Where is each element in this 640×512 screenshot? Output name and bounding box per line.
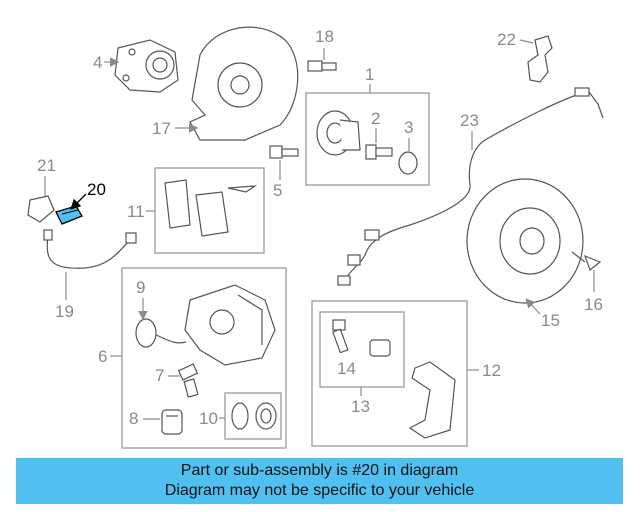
caliper-carrier bbox=[408, 361, 456, 439]
bolt-18 bbox=[307, 60, 337, 72]
callout-2[interactable]: 2 bbox=[371, 109, 380, 128]
callout-15[interactable]: 15 bbox=[541, 311, 560, 330]
bolt-kit-box bbox=[319, 311, 405, 388]
callout-12[interactable]: 12 bbox=[482, 361, 501, 380]
hub-bearing-box bbox=[305, 92, 430, 186]
callout-16[interactable]: 16 bbox=[584, 295, 603, 314]
callout-5[interactable]: 5 bbox=[273, 181, 282, 200]
callout-4[interactable]: 4 bbox=[93, 53, 102, 72]
retaining-clip-20[interactable] bbox=[55, 205, 83, 225]
callout-8[interactable]: 8 bbox=[129, 409, 138, 428]
callout-14[interactable]: 14 bbox=[337, 359, 356, 378]
callout-13[interactable]: 13 bbox=[351, 397, 370, 416]
bolt-2 bbox=[365, 144, 393, 160]
info-line-2: Diagram may not be specific to your vehi… bbox=[164, 482, 475, 499]
guide-bushing-8 bbox=[161, 409, 183, 435]
callout-7[interactable]: 7 bbox=[155, 366, 164, 385]
seal-kit-box bbox=[224, 392, 282, 440]
brake-pads bbox=[164, 179, 258, 237]
wheel-hub-carrier bbox=[114, 39, 179, 93]
callout-22[interactable]: 22 bbox=[497, 30, 516, 49]
callout-1[interactable]: 1 bbox=[365, 65, 374, 84]
bracket-21 bbox=[27, 195, 55, 223]
rotor-screw bbox=[571, 251, 602, 271]
cap-3 bbox=[398, 151, 418, 175]
callout-11[interactable]: 11 bbox=[127, 202, 145, 221]
wheel-speed-sensor bbox=[527, 35, 553, 83]
callout-19[interactable]: 19 bbox=[55, 302, 74, 321]
callout-20[interactable]: 20 bbox=[87, 180, 106, 199]
caliper-carrier-box bbox=[311, 300, 468, 447]
callout-9[interactable]: 9 bbox=[136, 278, 145, 297]
callout-21[interactable]: 21 bbox=[37, 156, 56, 175]
brake-dust-shield bbox=[189, 26, 299, 141]
callout-10[interactable]: 10 bbox=[199, 409, 218, 428]
seal-kit bbox=[231, 402, 277, 430]
brake-rotor bbox=[466, 178, 584, 304]
caliper-box bbox=[121, 267, 287, 449]
callout-17[interactable]: 17 bbox=[152, 119, 171, 138]
caliper-seal-9 bbox=[135, 318, 187, 348]
bolt-5 bbox=[269, 145, 299, 159]
info-line-1: Part or sub-assembly is #20 in diagram bbox=[180, 462, 459, 479]
brake-hose bbox=[43, 229, 137, 269]
callout-6[interactable]: 6 bbox=[98, 347, 107, 366]
guide-bolt-14 bbox=[332, 319, 391, 357]
callout-3[interactable]: 3 bbox=[404, 118, 413, 137]
callout-23[interactable]: 23 bbox=[460, 111, 479, 130]
brake-caliper bbox=[184, 284, 276, 366]
callout-18[interactable]: 18 bbox=[315, 27, 334, 46]
parts-diagram: 4 17 18 1 2 3 5 22 bbox=[27, 26, 604, 449]
bleeder-screw-7 bbox=[177, 363, 199, 398]
sensor-wiring-harness bbox=[337, 87, 604, 286]
info-banner: Part or sub-assembly is #20 in diagram D… bbox=[16, 458, 623, 504]
hub-bearing bbox=[316, 110, 361, 156]
